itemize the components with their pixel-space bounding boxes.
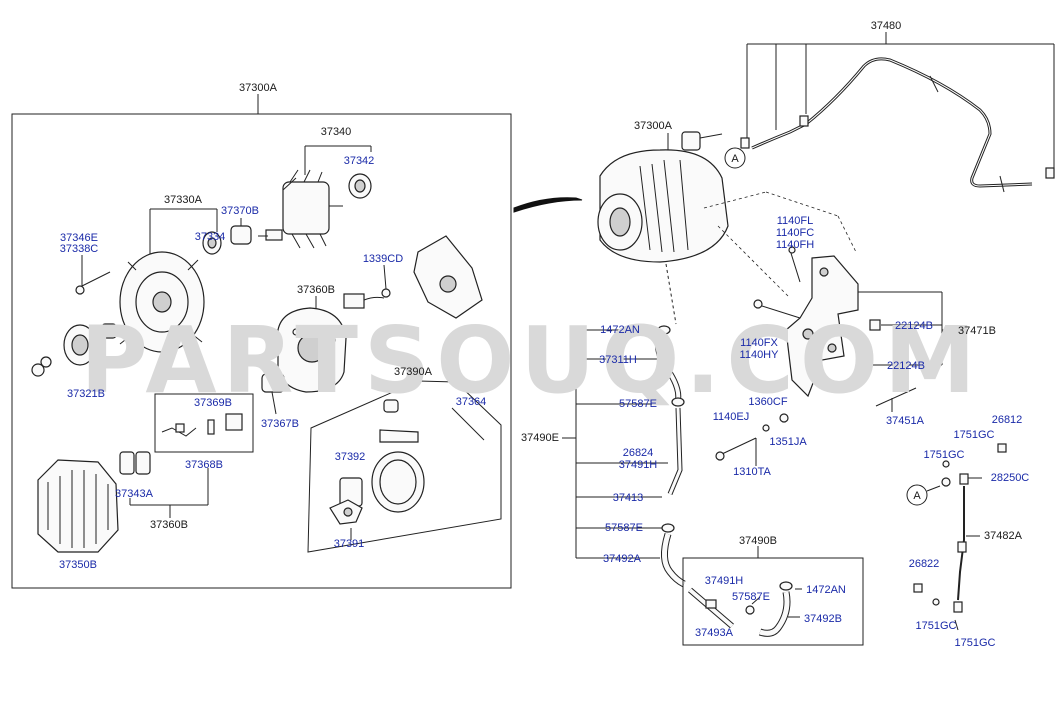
- bolt-37346E: [75, 255, 111, 295]
- alternator-assembly: [597, 131, 729, 263]
- bearing-37342: [348, 173, 372, 199]
- label-37391[interactable]: 37391: [334, 538, 365, 550]
- label-37300A-box: 37300A: [239, 82, 278, 94]
- vacuum-pipe-37480: [740, 32, 1055, 193]
- label-37413[interactable]: 37413: [613, 492, 644, 504]
- label-37346E[interactable]: 37346E: [60, 232, 98, 244]
- rear-cover-part: [413, 235, 483, 319]
- front-bracket-part: [119, 208, 218, 353]
- label-1751GC-2[interactable]: 1751GC: [924, 449, 965, 461]
- hose-37490E: [562, 263, 686, 588]
- label-57587E-3[interactable]: 57587E: [732, 591, 770, 603]
- bearing-cover-37370B: [230, 218, 252, 245]
- label-37368B[interactable]: 37368B: [185, 459, 223, 471]
- callout-a-top[interactable]: A: [724, 147, 746, 169]
- label-37340: 37340: [321, 126, 352, 138]
- label-37334[interactable]: 37334: [195, 231, 226, 243]
- part-labels: 37300A 37340 37342 37330A 37370B 37334 3…: [59, 20, 1029, 649]
- label-1140FH[interactable]: 1140FH: [776, 239, 814, 251]
- label-37350B[interactable]: 37350B: [59, 559, 97, 571]
- label-1751GC-4[interactable]: 1751GC: [955, 637, 996, 649]
- label-37451A[interactable]: 37451A: [886, 415, 925, 427]
- stator-part: [37, 451, 209, 553]
- label-57587E-1[interactable]: 57587E: [619, 398, 657, 410]
- label-37480: 37480: [871, 20, 902, 32]
- label-26824[interactable]: 26824: [623, 447, 654, 459]
- label-1140HY[interactable]: 1140HY: [740, 349, 780, 361]
- pulley-37321B: [31, 323, 117, 385]
- label-37360B-top: 37360B: [297, 284, 335, 296]
- label-37338C[interactable]: 37338C: [60, 243, 99, 255]
- bolt-1140EJ: [715, 413, 789, 466]
- label-1140FX[interactable]: 1140FX: [740, 337, 778, 349]
- brush-holder-part: [154, 373, 285, 453]
- label-37492B[interactable]: 37492B: [804, 613, 842, 625]
- arrow-to-assembly: [513, 197, 583, 213]
- label-37493A[interactable]: 37493A: [695, 627, 734, 639]
- exploded-view-box: [11, 94, 512, 589]
- label-37369B[interactable]: 37369B: [194, 397, 232, 409]
- label-37360B-bottom: 37360B: [150, 519, 188, 531]
- label-37370B[interactable]: 37370B: [221, 205, 259, 217]
- sensor-lead-37482A: [913, 443, 1007, 631]
- terminal-1339CD: [343, 264, 391, 309]
- label-26812[interactable]: 26812: [992, 414, 1023, 426]
- label-1140FC[interactable]: 1140FC: [776, 227, 814, 239]
- label-37342[interactable]: 37342: [344, 155, 375, 167]
- label-1472AN-2[interactable]: 1472AN: [806, 584, 846, 596]
- label-26822[interactable]: 26822: [909, 558, 940, 570]
- label-1360CF[interactable]: 1360CF: [748, 396, 787, 408]
- label-37390A: 37390A: [394, 366, 433, 378]
- label-37311H[interactable]: 37311H: [599, 354, 637, 366]
- rotor-part: [258, 145, 372, 249]
- label-37321B[interactable]: 37321B: [67, 388, 105, 400]
- callout-a-bottom[interactable]: A: [906, 484, 928, 506]
- label-1140FL[interactable]: 1140FL: [777, 215, 814, 227]
- label-37482A: 37482A: [984, 530, 1023, 542]
- vacuum-pump-box: [307, 380, 502, 553]
- label-37490B: 37490B: [739, 535, 777, 547]
- label-28250C[interactable]: 28250C: [991, 472, 1030, 484]
- bearing-37334: [202, 231, 222, 255]
- label-1751GC-3[interactable]: 1751GC: [916, 620, 957, 632]
- label-57587E-2[interactable]: 57587E: [605, 522, 643, 534]
- label-1339CD[interactable]: 1339CD: [363, 253, 403, 265]
- label-37491H-2[interactable]: 37491H: [705, 575, 744, 587]
- label-1310TA[interactable]: 1310TA: [733, 466, 771, 478]
- label-22124B-1[interactable]: 22124B: [895, 320, 933, 332]
- label-37471B: 37471B: [958, 325, 996, 337]
- label-22124B-2[interactable]: 22124B: [887, 360, 925, 372]
- label-37491H-1[interactable]: 37491H: [619, 459, 658, 471]
- label-37367B[interactable]: 37367B: [261, 418, 299, 430]
- label-37490E: 37490E: [521, 432, 559, 444]
- label-37392[interactable]: 37392: [335, 451, 366, 463]
- label-37330A: 37330A: [164, 194, 203, 206]
- label-1351JA[interactable]: 1351JA: [769, 436, 807, 448]
- hose-kit-37490B: [682, 546, 864, 646]
- callout-a-top-letter: A: [731, 153, 739, 165]
- label-37300A-assembly: 37300A: [634, 120, 673, 132]
- label-37364[interactable]: 37364: [456, 396, 487, 408]
- label-1140EJ[interactable]: 1140EJ: [713, 411, 750, 423]
- watermark-text: PARTSOUQ.COM: [80, 307, 981, 414]
- label-1472AN-1[interactable]: 1472AN: [600, 324, 640, 336]
- label-1751GC-1[interactable]: 1751GC: [954, 429, 995, 441]
- callout-a-bottom-letter: A: [913, 490, 921, 502]
- rear-bracket-part: [277, 296, 347, 393]
- label-37343A[interactable]: 37343A: [115, 488, 154, 500]
- bracket-37471B: [753, 246, 952, 412]
- label-37492A[interactable]: 37492A: [603, 553, 642, 565]
